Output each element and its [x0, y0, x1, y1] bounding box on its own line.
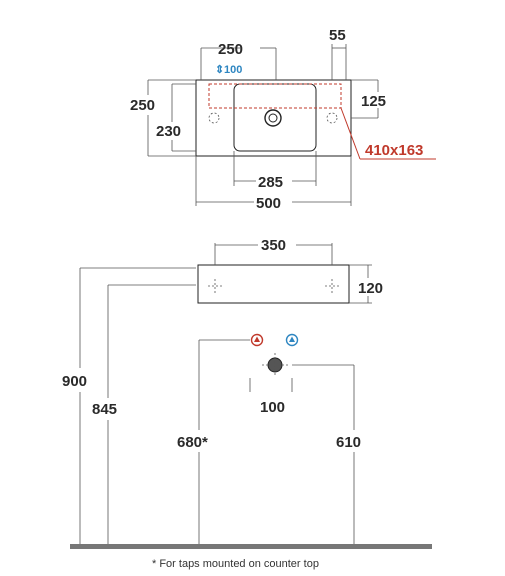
dim-basin-410x163: 410x163 [365, 142, 423, 159]
drain-inner [268, 113, 278, 123]
hot-water-arrow-icon [254, 336, 260, 342]
dim-height-845: 845 [92, 401, 117, 418]
basin-outline [195, 79, 352, 157]
dim-bottom-285: 285 [258, 174, 283, 191]
dim-height-680: 680* [177, 434, 208, 451]
floor-line [70, 544, 432, 549]
basin-area-dashed [208, 83, 342, 109]
dim-overall-500: 500 [256, 195, 281, 212]
dim-top-55: 55 [329, 27, 346, 44]
footnote: * For taps mounted on counter top [152, 558, 319, 570]
dim-height-900: 900 [62, 373, 87, 390]
basin-side-profile [197, 264, 350, 304]
tap-hole-right [326, 112, 338, 124]
hot-water-indicator [250, 333, 264, 347]
dim-left-250: 250 [130, 97, 155, 114]
dim-right-125: 125 [361, 93, 386, 110]
dim-inset-arrow: ⇕ [215, 64, 224, 76]
cold-water-arrow-icon [289, 336, 295, 342]
dim-width-100: 100 [260, 399, 285, 416]
dim-depth-120: 120 [358, 280, 383, 297]
elevation-view: 900 845 680* 100 610 [62, 267, 432, 549]
dim-top-250: 250 [218, 41, 243, 58]
dim-left-230: 230 [156, 123, 181, 140]
cold-water-indicator [285, 333, 299, 347]
dim-mount-350: 350 [261, 237, 286, 254]
top-view: 250 55 ⇕ 100 250 230 125 410x163 [130, 27, 436, 212]
dim-inset-100: 100 [224, 64, 242, 76]
tap-hole-left [208, 112, 220, 124]
side-view: 350 120 [197, 237, 383, 304]
dim-height-610: 610 [336, 434, 361, 451]
drain-outer [264, 109, 282, 127]
basin-bowl [233, 83, 317, 152]
